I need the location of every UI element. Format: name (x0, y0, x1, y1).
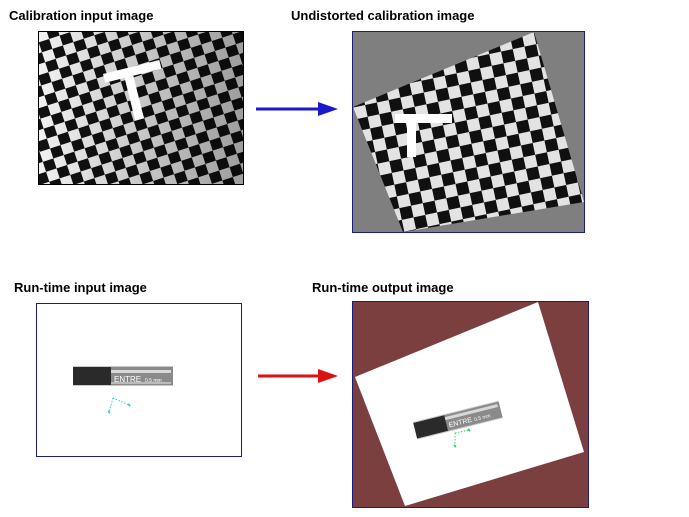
t-fiducial (102, 59, 162, 121)
caption-runtime-input: Run-time input image (14, 280, 147, 295)
caption-calibration-input: Calibration input image (9, 8, 154, 23)
coordinate-axes-icon (453, 428, 471, 448)
part-brand-text: ENTRE (114, 375, 141, 384)
part-size-text: 0.5 mm (474, 413, 492, 423)
calibration-input-image (38, 31, 244, 185)
t-fiducial (395, 114, 452, 157)
part-object: ENTRE 0.5 mm (413, 400, 503, 440)
runtime-output-image: ENTRE 0.5 mm (352, 301, 589, 508)
runtime-input-image: ENTRE 0.5 mm (36, 303, 242, 457)
caption-runtime-output: Run-time output image (312, 280, 454, 295)
undistorted-calibration-image (352, 31, 585, 233)
part-size-text: 0.5 mm (145, 378, 162, 384)
part-object: ENTRE 0.5 mm (73, 366, 173, 386)
arrow-right-icon (256, 100, 340, 118)
arrow-right-icon (258, 367, 340, 385)
warped-image-region (355, 302, 584, 506)
caption-undistorted-calibration: Undistorted calibration image (291, 8, 475, 23)
coordinate-axes-icon (107, 397, 131, 414)
